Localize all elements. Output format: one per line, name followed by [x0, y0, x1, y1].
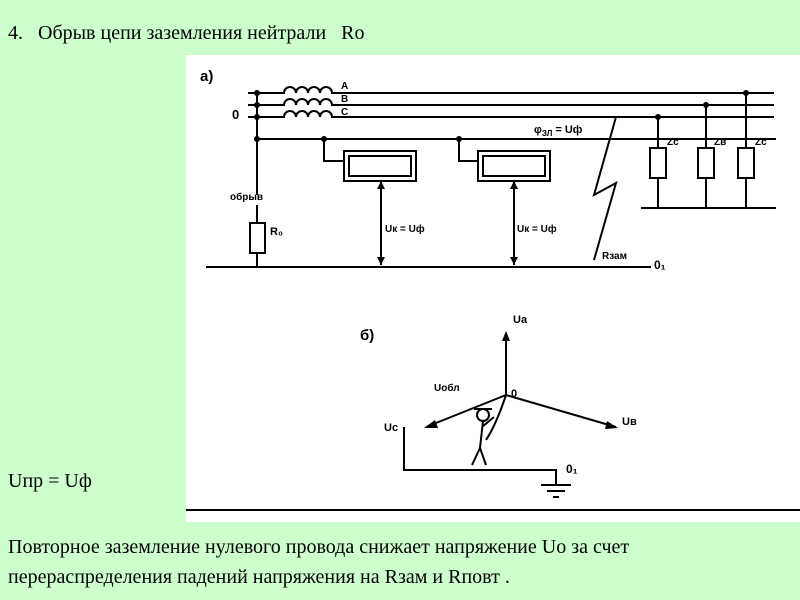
ub-label: Uв: [622, 416, 637, 428]
slide-title: 4. Обрыв цепи заземления нейтрали Ro: [8, 22, 365, 44]
equipment-2-case-inner: [482, 155, 546, 177]
node-zc1: [655, 114, 661, 120]
node-zc2: [743, 90, 749, 96]
part-a-label: а): [200, 68, 213, 85]
conclusion-text: Повторное заземление нулевого провода сн…: [8, 536, 630, 588]
person-arm: [481, 416, 495, 428]
formula-text: Uпр = Uф: [8, 470, 92, 492]
rzam-label: Rзам: [602, 251, 627, 262]
uk-2-arrow-head-top: [510, 181, 518, 189]
phase-a-label: A: [341, 81, 348, 92]
phi-label: φЗЛ = Uф: [534, 124, 583, 138]
vector-uc: [425, 394, 507, 428]
zc2-label: Zc: [755, 137, 767, 148]
neutral-label: 0: [232, 107, 239, 122]
uk-2-label: Uк = Uф: [517, 223, 557, 235]
vector-uc-head: [424, 420, 438, 428]
uobl-label: Uобл: [434, 382, 460, 394]
vector-origin-label: 0: [511, 388, 517, 400]
vector-ub-head: [605, 421, 618, 429]
node-c: [254, 114, 260, 120]
equipment-2-lead: [458, 139, 478, 162]
uk-2-arrow-head-bottom: [510, 257, 518, 265]
person-body: [479, 420, 484, 449]
person-legs: [471, 445, 487, 466]
node-neutral: [254, 136, 260, 142]
node-eq1: [321, 136, 327, 142]
phi-symbol: φ: [534, 124, 542, 136]
neutral-potential-curve: [485, 394, 507, 441]
phase-c-coil: [248, 110, 774, 118]
load-zc1: [649, 147, 667, 179]
uk-1-arrow-head-bottom: [377, 257, 385, 265]
uc-label: Uc: [384, 422, 398, 434]
equipment-1-case-inner: [348, 155, 412, 177]
phase-b-label: B: [341, 94, 348, 105]
vector-ub: [505, 394, 617, 428]
break-label: обрыв: [230, 191, 263, 203]
person-head: [476, 408, 490, 422]
fault-zigzag: [592, 116, 618, 261]
zb-label: Zв: [714, 137, 726, 148]
zc1-label: Zc: [667, 137, 679, 148]
uk-1-label: Uк = Uф: [385, 223, 425, 235]
circuit-diagram: а) A B C 0 обрыв R₀ φЗЛ = Uф Uк = Uф Uк …: [186, 68, 800, 511]
part-b-label: б): [360, 327, 374, 344]
uk-1-arrow-head-top: [377, 181, 385, 189]
node-b: [254, 102, 260, 108]
phi-subscript: ЗЛ: [542, 129, 553, 138]
load-zb: [697, 147, 715, 179]
node-a: [254, 90, 260, 96]
ground-point-label: 0₁: [654, 258, 666, 272]
load-zc2: [737, 147, 755, 179]
vector-ground-label: 0₁: [566, 462, 578, 476]
phi-rhs: = Uф: [552, 124, 582, 136]
equipment-1-lead: [323, 139, 344, 162]
uc-ground-loop: [403, 427, 557, 485]
phase-c-label: C: [341, 107, 348, 118]
node-eq2: [456, 136, 462, 142]
ua-label: Ua: [513, 314, 528, 326]
ro-label: R₀: [270, 226, 283, 238]
phase-a-coil: [248, 86, 774, 94]
node-zb: [703, 102, 709, 108]
circuit-diagram-panel: а) A B C 0 обрыв R₀ φЗЛ = Uф Uк = Uф Uк …: [186, 55, 800, 522]
phase-b-coil: [248, 98, 774, 106]
vector-ua-head: [502, 331, 510, 341]
resistor-ro: [249, 222, 266, 254]
